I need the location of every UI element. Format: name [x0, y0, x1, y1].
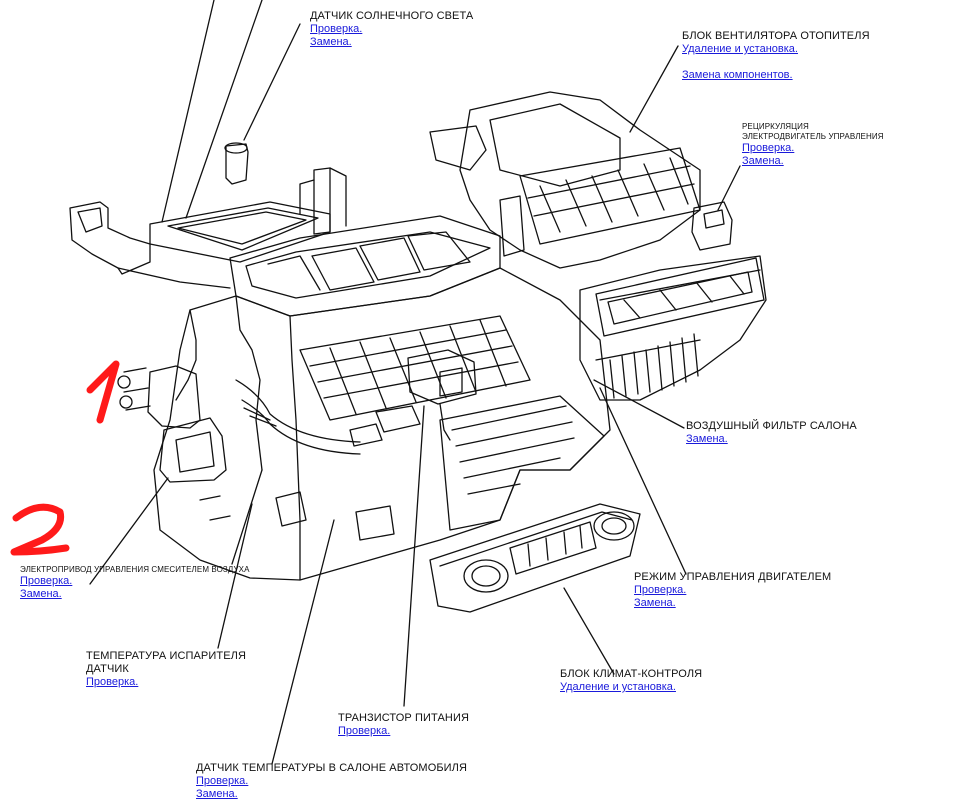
annotation-mark-2: [10, 503, 70, 556]
annotation-mark-1: [86, 360, 120, 424]
callout-mix-motor: ЭЛЕКТРОПРИВОД УПРАВЛЕНИЯ СМЕСИТЕЛЕМ ВОЗД…: [20, 565, 250, 601]
power-transistor: [407, 349, 477, 405]
callout-sun-sensor: ДАТЧИК СОЛНЕЧНОГО СВЕТА Проверка. Замена…: [310, 10, 473, 49]
callout-cabin-filter: ВОЗДУШНЫЙ ФИЛЬТР САЛОНА Замена.: [686, 420, 857, 446]
recirc-motor: [691, 201, 733, 251]
mode-motor-connector: [375, 405, 421, 433]
replace-link[interactable]: Замена.: [742, 155, 784, 167]
callout-title: ВОЗДУШНЫЙ ФИЛЬТР САЛОНА: [686, 420, 857, 432]
replace-link[interactable]: Замена.: [196, 788, 238, 800]
callout-mode-motor: РЕЖИМ УПРАВЛЕНИЯ ДВИГАТЕЛЕМ Проверка. За…: [634, 571, 831, 610]
replace-link[interactable]: Замена.: [20, 588, 62, 600]
callout-climate-unit: БЛОК КЛИМАТ-КОНТРОЛЯ Удаление и установк…: [560, 668, 702, 694]
callout-recirc-motor: РЕЦИРКУЛЯЦИЯ ЭЛЕКТРОДВИГАТЕЛЬ УПРАВЛЕНИЯ…: [742, 122, 884, 168]
left-mounting-bracket: [69, 201, 151, 275]
callout-cabin-temp-sensor: ДАТЧИК ТЕМПЕРАТУРЫ В САЛОНЕ АВТОМОБИЛЯ П…: [196, 762, 467, 801]
check-link[interactable]: Проверка.: [86, 676, 139, 688]
replace-link[interactable]: Замена.: [634, 597, 676, 609]
check-link[interactable]: Проверка.: [20, 575, 73, 587]
check-link[interactable]: Проверка.: [742, 142, 795, 154]
remove-install-link[interactable]: Удаление и установка.: [682, 43, 798, 55]
cabin-filter-slot: [595, 257, 765, 337]
evaporator-sensor: [275, 491, 307, 527]
check-link[interactable]: Проверка.: [338, 725, 391, 737]
sun-sensor: [225, 143, 249, 185]
replace-link[interactable]: Замена.: [310, 36, 352, 48]
check-link[interactable]: Проверка.: [310, 23, 363, 35]
blower-housing: [459, 91, 701, 269]
housing-body: [153, 267, 611, 581]
callout-title-line2: ЭЛЕКТРОДВИГАТЕЛЬ УПРАВЛЕНИЯ: [742, 132, 884, 141]
vent-outlet-frame: [149, 201, 331, 263]
hose: [235, 379, 361, 443]
callout-title: ДАТЧИК СОЛНЕЧНОГО СВЕТА: [310, 10, 474, 22]
callout-title: БЛОК КЛИМАТ-КОНТРОЛЯ: [560, 668, 703, 680]
callout-title: БЛОК ВЕНТИЛЯТОРА ОТОПИТЕЛЯ: [682, 30, 870, 42]
housing-grille: [299, 315, 531, 421]
check-link[interactable]: Проверка.: [634, 584, 687, 596]
replace-components-link[interactable]: Замена компонентов.: [682, 69, 793, 81]
mix-motor: [147, 365, 201, 429]
callout-title: РЕЖИМ УПРАВЛЕНИЯ ДВИГАТЕЛЕМ: [634, 571, 832, 583]
callout-power-transistor: ТРАНЗИСТОР ПИТАНИЯ Проверка.: [338, 712, 469, 738]
callout-title-line2: ДАТЧИК: [86, 663, 129, 675]
callout-title: ДАТЧИК ТЕМПЕРАТУРЫ В САЛОНЕ АВТОМОБИЛЯ: [196, 762, 468, 774]
callout-title-line1: ТЕМПЕРАТУРА ИСПАРИТЕЛЯ: [86, 650, 246, 662]
callout-blower-unit: БЛОК ВЕНТИЛЯТОРА ОТОПИТЕЛЯ Удаление и ус…: [682, 30, 870, 82]
callout-title: ТРАНЗИСТОР ПИТАНИЯ: [338, 712, 470, 724]
climate-control-panel: [429, 503, 641, 613]
remove-install-link[interactable]: Удаление и установка.: [560, 681, 676, 693]
red-annotations: [10, 360, 120, 556]
replace-link[interactable]: Замена.: [686, 433, 728, 445]
blower-casing: [579, 255, 767, 401]
callout-title: ЭЛЕКТРОПРИВОД УПРАВЛЕНИЯ СМЕСИТЕЛЕМ ВОЗД…: [20, 565, 250, 574]
check-link[interactable]: Проверка.: [196, 775, 249, 787]
callout-title-line1: РЕЦИРКУЛЯЦИЯ: [742, 122, 809, 131]
callout-evap-sensor: ТЕМПЕРАТУРА ИСПАРИТЕЛЯ ДАТЧИК Проверка.: [86, 650, 246, 689]
